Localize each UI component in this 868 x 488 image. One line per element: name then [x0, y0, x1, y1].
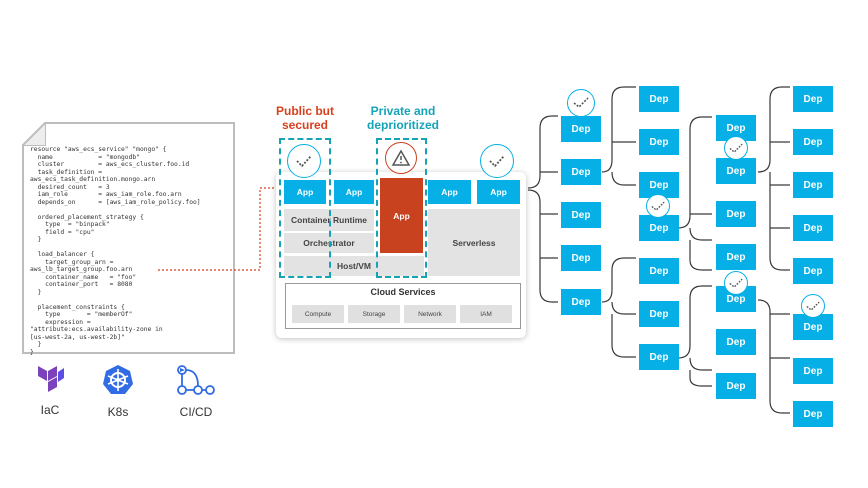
dep-box: Dep	[639, 86, 679, 112]
dep-box: Dep	[639, 172, 679, 198]
dep-box: Dep	[561, 245, 601, 271]
tool-iac: IaC	[20, 364, 80, 417]
cicd-pipeline-icon	[177, 365, 215, 395]
dep-box: Dep	[561, 159, 601, 185]
dep-box: Dep	[639, 301, 679, 327]
dep-box: Dep	[639, 215, 679, 241]
private-app-block: App	[380, 178, 423, 253]
check-icon	[724, 136, 748, 160]
code-document	[22, 122, 235, 354]
dep-box: Dep	[716, 158, 756, 184]
serverless-layer: Serverless	[428, 209, 520, 276]
dep-box: Dep	[793, 129, 833, 155]
document-fold-icon	[22, 122, 46, 146]
check-icon	[646, 194, 670, 218]
private-highlight-box	[376, 138, 427, 278]
dep-box: Dep	[793, 172, 833, 198]
dep-box: Dep	[793, 401, 833, 427]
check-icon	[724, 271, 748, 295]
dep-box: Dep	[716, 329, 756, 355]
cloud-services-box: Cloud Services Compute Storage Network I…	[285, 283, 521, 329]
service-network: Network	[404, 305, 456, 323]
public-highlight-box	[279, 138, 331, 278]
dep-box: Dep	[716, 373, 756, 399]
terraform-icon	[38, 366, 64, 392]
tool-label: K8s	[107, 405, 129, 419]
dep-box: Dep	[639, 258, 679, 284]
check-icon	[801, 294, 825, 318]
dep-box: Dep	[793, 358, 833, 384]
dep-box: Dep	[716, 244, 756, 270]
app-block: App	[428, 180, 471, 204]
dep-box: Dep	[561, 116, 601, 142]
app-block: App	[477, 180, 520, 204]
dep-box: Dep	[639, 344, 679, 370]
dep-box: Dep	[561, 289, 601, 315]
dep-box: Dep	[639, 129, 679, 155]
tool-k8s: K8s	[88, 364, 148, 419]
dep-box: Dep	[793, 215, 833, 241]
dep-box: Dep	[793, 314, 833, 340]
host-vm-layer: Host/VM	[284, 256, 424, 276]
dep-box: Dep	[793, 86, 833, 112]
kubernetes-icon	[103, 365, 133, 394]
check-icon	[480, 144, 514, 178]
tool-cicd: CI/CD	[166, 364, 226, 419]
check-icon	[567, 89, 595, 117]
app-block: App	[284, 180, 326, 204]
app-block: App	[334, 180, 374, 204]
warning-icon	[385, 142, 417, 174]
service-compute: Compute	[292, 305, 344, 323]
dep-box: Dep	[716, 201, 756, 227]
service-storage: Storage	[348, 305, 400, 323]
cloud-services-title: Cloud Services	[370, 287, 436, 297]
private-annotation: Private and deprioritized	[366, 104, 439, 132]
terraform-code: resource "aws_ecs_service" "mongo" { nam…	[30, 146, 201, 356]
dep-box: Dep	[793, 258, 833, 284]
dep-box: Dep	[561, 202, 601, 228]
check-icon	[287, 144, 321, 178]
tool-label: IaC	[40, 403, 60, 417]
service-iam: IAM	[460, 305, 512, 323]
tool-label: CI/CD	[179, 405, 213, 419]
public-annotation: Public but secured	[276, 104, 334, 132]
